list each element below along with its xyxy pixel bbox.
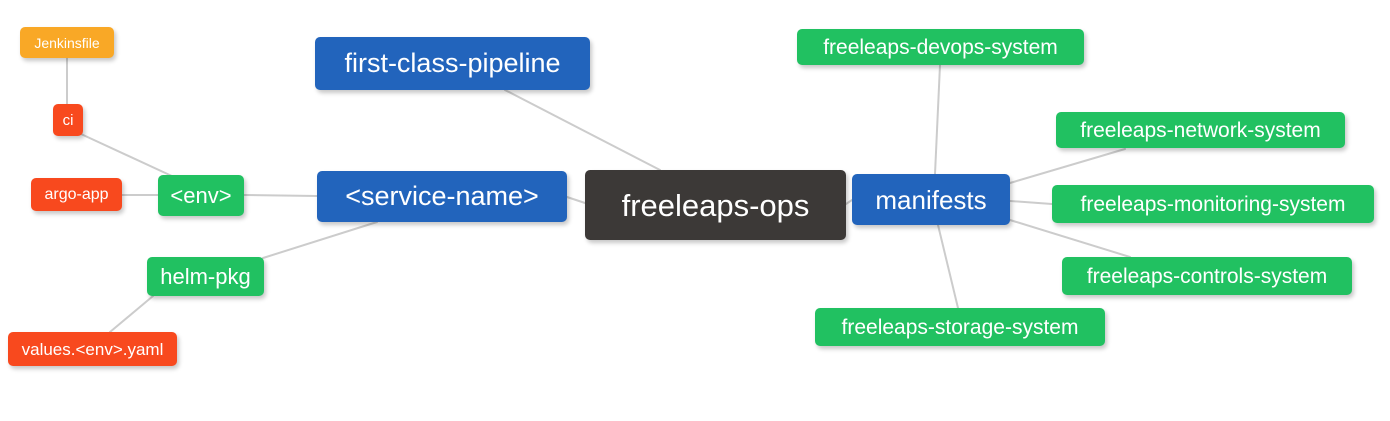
node-freeleaps-monitoring-system[interactable]: freeleaps-monitoring-system [1052,185,1374,223]
node-freeleaps-network-system[interactable]: freeleaps-network-system [1056,112,1345,148]
edge-env-to-service-name [243,194,318,197]
node-service-name[interactable]: <service-name> [317,171,567,222]
edge-manifests-to-freeleaps-network-system [1009,148,1126,184]
node-ci[interactable]: ci [53,104,83,136]
node-jenkinsfile[interactable]: Jenkinsfile [20,27,114,58]
node-manifests[interactable]: manifests [852,174,1010,225]
node-helm-pkg[interactable]: helm-pkg [147,257,264,296]
node-freeleaps-storage-system[interactable]: freeleaps-storage-system [815,308,1105,346]
edge-ci-to-env [80,133,175,178]
node-freeleaps-ops[interactable]: freeleaps-ops [585,170,846,240]
edge-values-env-yaml-to-helm-pkg [109,295,154,333]
node-freeleaps-controls-system[interactable]: freeleaps-controls-system [1062,257,1352,295]
node-freeleaps-devops-system[interactable]: freeleaps-devops-system [797,29,1084,65]
edge-manifests-to-freeleaps-monitoring-system [1009,200,1053,205]
node-values-env-yaml[interactable]: values.<env>.yaml [8,332,177,366]
edge-service-name-to-freeleaps-ops [566,196,586,204]
edge-manifests-to-freeleaps-controls-system [1009,219,1131,258]
edge-manifests-to-freeleaps-devops-system [934,64,941,175]
edge-first-class-pipeline-to-freeleaps-ops [504,89,661,171]
node-argo-app[interactable]: argo-app [31,178,122,211]
node-env[interactable]: <env> [158,175,244,216]
edge-helm-pkg-to-service-name [262,221,378,259]
edge-manifests-to-freeleaps-storage-system [937,224,959,309]
node-first-class-pipeline[interactable]: first-class-pipeline [315,37,590,90]
